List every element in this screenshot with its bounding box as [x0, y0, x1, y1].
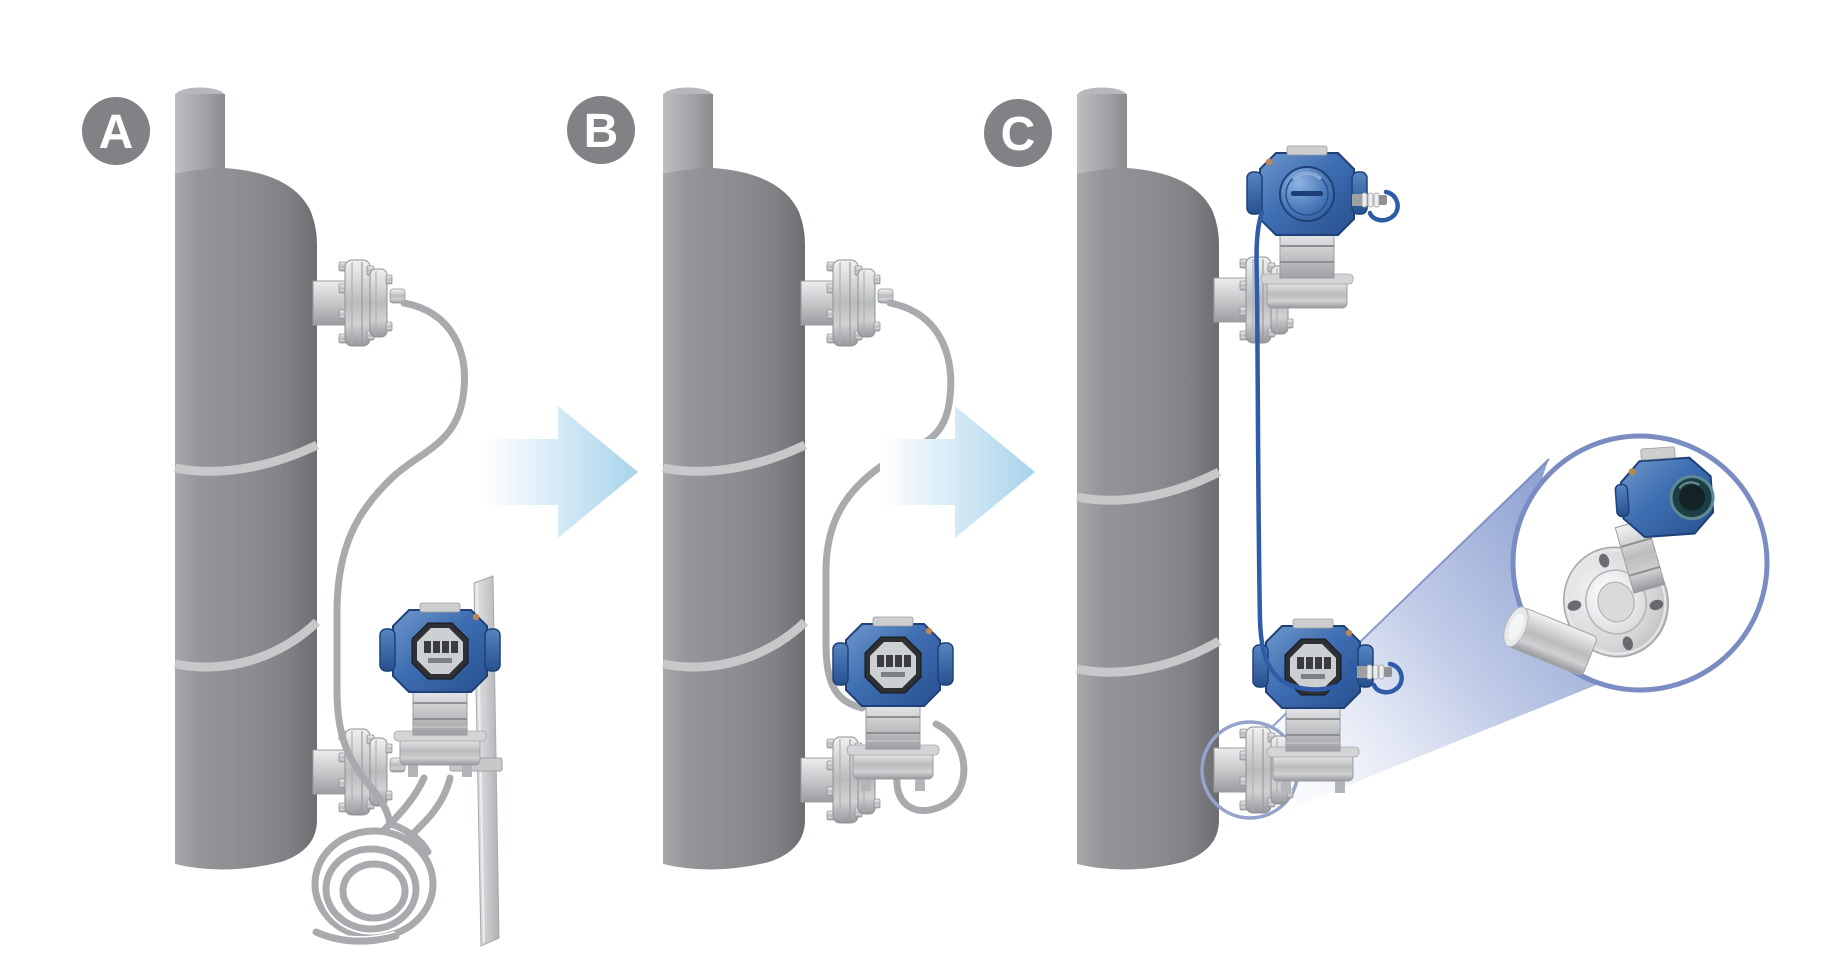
cable-loop-bottom	[1371, 661, 1404, 695]
panel-a: A	[82, 87, 503, 947]
weld-seam	[1076, 637, 1222, 677]
tank-neck	[663, 94, 713, 180]
base-tube	[380, 774, 428, 834]
tank-body	[663, 168, 805, 870]
step-arrow-1	[483, 406, 638, 538]
weld-seam	[1076, 467, 1222, 505]
weld-seam	[662, 440, 807, 476]
badge-c-label: C	[1001, 108, 1036, 161]
tank-neck	[1077, 94, 1127, 180]
badge-b-label: B	[584, 105, 619, 158]
tank-b	[662, 87, 809, 870]
panel-b: B	[567, 87, 968, 870]
step-arrow-2	[880, 406, 1035, 538]
transmitter-c-top	[1245, 144, 1369, 310]
base-tube	[402, 774, 454, 844]
tank-c	[1076, 87, 1222, 870]
panel-c: C	[984, 87, 1770, 870]
weld-seam	[174, 618, 321, 672]
upper-tap-flange-a	[312, 259, 393, 347]
badge-a: A	[82, 97, 150, 165]
tubing-coil	[309, 820, 439, 947]
badge-b: B	[567, 96, 635, 164]
tank-a	[174, 87, 321, 870]
cable-loop-top	[1367, 189, 1400, 223]
top-connector	[1351, 192, 1388, 208]
badge-c: C	[984, 99, 1052, 167]
tank-body	[1077, 168, 1219, 870]
impulse-tubing-long	[333, 299, 468, 828]
inset-detail-bubble	[1503, 433, 1770, 693]
inset-transmitter-head	[1614, 446, 1715, 539]
weld-seam	[174, 440, 319, 476]
signal-cable	[1254, 209, 1355, 692]
bottom-connector	[1356, 664, 1393, 680]
badge-a-label: A	[99, 106, 134, 159]
seal-probe-cylinder	[1503, 606, 1597, 676]
upper-tap-flange-b	[800, 259, 881, 347]
tank-neck	[175, 94, 225, 180]
weld-seam	[662, 618, 809, 672]
tank-body	[175, 168, 317, 870]
